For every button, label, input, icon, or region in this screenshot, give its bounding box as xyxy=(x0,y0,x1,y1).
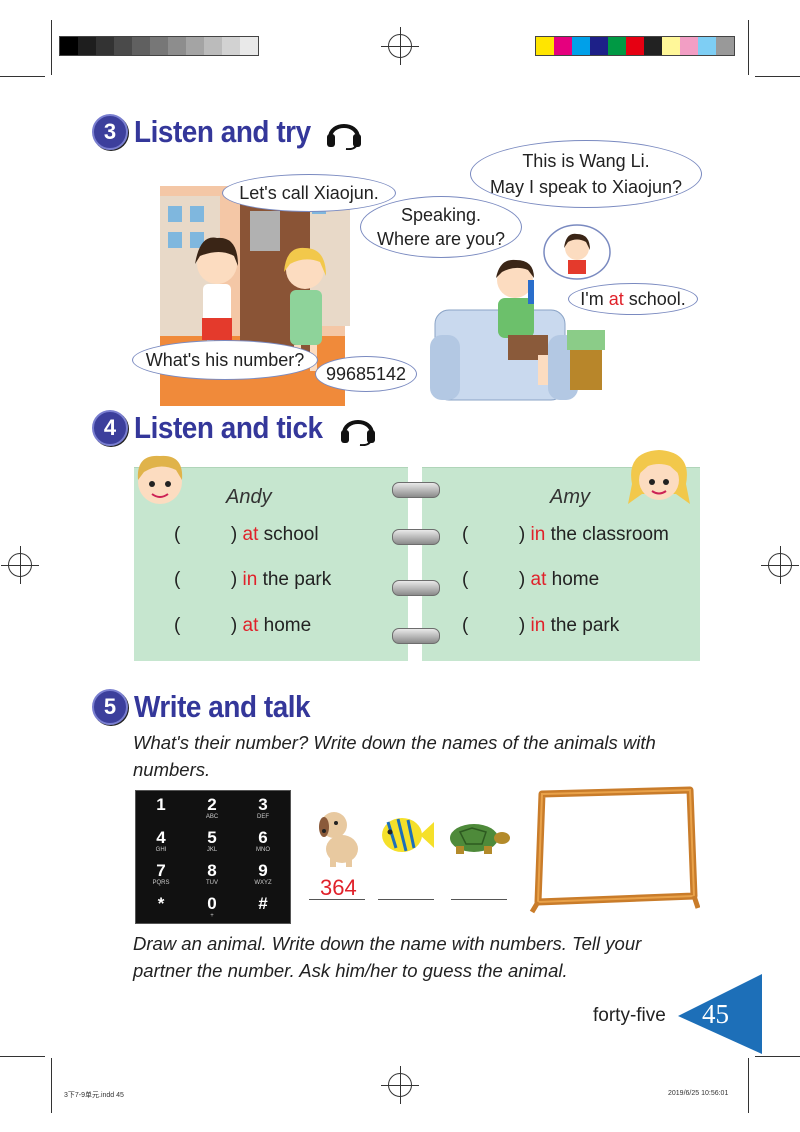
notebook-ring xyxy=(392,482,440,498)
turtle-image xyxy=(450,824,510,854)
drawing-frame[interactable] xyxy=(528,786,700,916)
speech-bubble-wang-li: This is Wang Li. May I speak to Xiaojun? xyxy=(470,140,702,208)
student-name-amy: Amy xyxy=(550,486,590,508)
answer-line-turtle[interactable] xyxy=(451,899,507,900)
section-title: Write and talk xyxy=(134,689,311,724)
dog-image xyxy=(319,812,358,867)
answer-line-fish[interactable] xyxy=(378,899,434,900)
section-number: 5 xyxy=(92,689,128,725)
speech-bubble-at-school: I'm at school. xyxy=(568,283,698,315)
answer-line-dog xyxy=(309,899,365,900)
section-number: 4 xyxy=(92,410,128,446)
notebook-ring xyxy=(392,580,440,596)
section-5-heading: 5 Write and talk xyxy=(92,689,330,725)
registration-mark-right xyxy=(761,546,799,584)
tick-row: ( ) at home xyxy=(462,569,600,590)
section-4-heading: 4 Listen and tick xyxy=(92,410,378,446)
registration-mark-top xyxy=(381,27,419,65)
grayscale-bar xyxy=(59,36,259,56)
section-title: Listen and tick xyxy=(134,410,323,445)
headphones-icon xyxy=(340,420,375,446)
file-info: 3下7-9单元.indd 45 xyxy=(64,1092,124,1099)
date-info: 2019/6/25 10:56:01 xyxy=(668,1090,729,1097)
speech-bubble-call: Let's call Xiaojun. xyxy=(222,174,396,212)
page-word: forty-five xyxy=(593,1005,666,1026)
andy-avatar xyxy=(137,455,183,504)
page-number-tab xyxy=(678,974,762,1054)
keypad-key: # xyxy=(258,894,268,913)
section-number: 3 xyxy=(92,114,128,150)
section-3-heading: 3 Listen and try xyxy=(92,114,364,150)
notebook-ring xyxy=(392,628,440,644)
instruction-2: Draw an animal. Write down the name with… xyxy=(133,933,642,981)
page-number: 45 xyxy=(702,999,729,1029)
dog-answer: 364 xyxy=(320,875,357,900)
tick-row: ( ) in the classroom xyxy=(462,524,669,545)
student-name-andy: Andy xyxy=(226,486,272,508)
tick-row: ( ) in the park xyxy=(174,569,332,590)
girl-on-phone-thought xyxy=(543,224,611,280)
instruction-1: What's their number? Write down the name… xyxy=(133,732,656,780)
fish-image xyxy=(382,818,434,852)
notebook-right-page xyxy=(422,467,700,661)
tick-row: ( ) at home xyxy=(174,615,312,636)
registration-mark-bottom xyxy=(381,1066,419,1104)
tick-row: ( ) at school xyxy=(174,524,319,545)
keypad-key: 1 xyxy=(156,795,166,814)
section-title: Listen and try xyxy=(134,114,311,149)
speech-bubble-number-question: What's his number? xyxy=(132,340,318,380)
speech-bubble-number: 99685142 xyxy=(315,356,417,392)
notebook-ring xyxy=(392,529,440,545)
amy-avatar xyxy=(628,450,690,504)
registration-mark-left xyxy=(1,546,39,584)
speech-bubble-speaking: Speaking. Where are you? xyxy=(360,196,522,258)
keypad-key: 0+ xyxy=(207,894,217,920)
notebook-left-page xyxy=(134,467,408,661)
keypad-key: * xyxy=(157,894,165,913)
tick-row: ( ) in the park xyxy=(462,615,620,636)
headphones-icon xyxy=(327,124,362,150)
color-bar xyxy=(535,36,735,56)
